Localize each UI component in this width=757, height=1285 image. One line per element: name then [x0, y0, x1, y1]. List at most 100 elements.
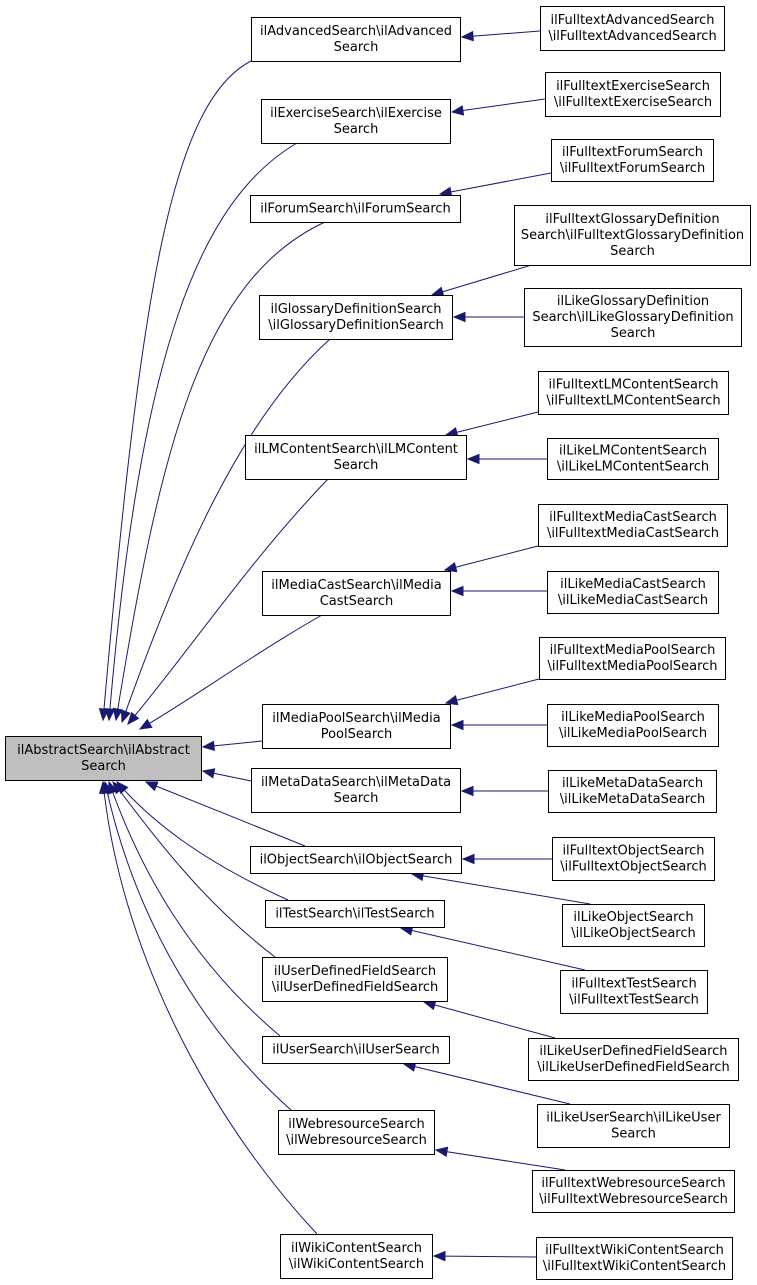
class-node-ft_forum[interactable]: ilFulltextForumSearch\ilFulltextForumSea… [551, 139, 714, 182]
class-node-label-user-0: ilUserSearch\ilUserSearch [272, 1043, 439, 1058]
edge-ft_gloss-to-gloss [431, 263, 536, 296]
class-node-box-lk_udf [528, 1038, 739, 1081]
class-node-lk_meta[interactable]: ilLikeMetaDataSearch\ilLikeMetaDataSearc… [548, 770, 717, 813]
class-node-box-lk_lm [547, 438, 719, 480]
class-node-label-lk_udf-1: \ilLikeUserDefinedFieldSearch [537, 1060, 730, 1075]
class-node-user[interactable]: ilUserSearch\ilUserSearch [262, 1036, 450, 1064]
edge-gloss-to-root [121, 338, 331, 723]
arrowhead-exe-to-root [104, 708, 116, 722]
class-node-mcast[interactable]: ilMediaCastSearch\ilMediaCastSearch [262, 571, 451, 616]
class-node-ft_gloss[interactable]: ilFulltextGlossaryDefinitionSearch\ilFul… [514, 205, 751, 266]
class-node-box-ft_web [532, 1170, 735, 1213]
class-node-label-lm-1: Search [334, 458, 379, 473]
class-node-label-lk_user-1: Search [611, 1127, 656, 1142]
class-node-label-meta-0: ilMetaDataSearch\ilMetaData [261, 775, 451, 790]
class-node-box-gloss [259, 295, 453, 340]
class-node-label-web-1: \ilWebresourceSearch [286, 1133, 427, 1148]
class-node-label-ft_forum-0: ilFulltextForumSearch [562, 145, 703, 160]
class-node-ft_lm[interactable]: ilFulltextLMContentSearch\ilFulltextLMCo… [538, 371, 729, 415]
class-node-test[interactable]: ilTestSearch\ilTestSearch [265, 900, 445, 928]
class-node-label-ft_mpool-0: ilFulltextMediaPoolSearch [550, 643, 716, 658]
class-node-label-ft_wiki-0: ilFulltextWikiContentSearch [545, 1243, 724, 1258]
arrowhead-mcast-to-root [138, 718, 153, 730]
edge-ft_web-to-web [435, 1149, 566, 1171]
class-node-ft_obj[interactable]: ilFulltextObjectSearch\ilFulltextObjectS… [552, 837, 715, 881]
class-node-label-lk_meta-1: \ilLikeMetaDataSearch [560, 792, 706, 807]
class-node-label-wiki-1: \ilWikiContentSearch [289, 1257, 424, 1272]
class-node-box-obj [250, 846, 462, 874]
class-node-ft_mpool[interactable]: ilFulltextMediaPoolSearch\ilFulltextMedi… [539, 637, 726, 680]
class-node-label-ft_mcast-0: ilFulltextMediaCastSearch [549, 510, 717, 525]
arrowhead-lk_lm-to-lm [466, 453, 480, 465]
class-node-lk_mcast[interactable]: ilLikeMediaCastSearch\ilLikeMediaCastSea… [547, 571, 719, 614]
class-node-lm[interactable]: ilLMContentSearch\ilLMContentSearch [245, 435, 467, 480]
class-node-lk_lm[interactable]: ilLikeLMContentSearch\ilLikeLMContentSea… [547, 438, 719, 480]
class-node-ft_adv[interactable]: ilFulltextAdvancedSearch\ilFulltextAdvan… [540, 6, 725, 51]
edge-web-to-root [104, 781, 292, 1111]
class-node-label-ft_lm-1: \ilFulltextLMContentSearch [546, 394, 720, 409]
arrowhead-ft_gloss-to-gloss [430, 286, 445, 297]
class-node-box-lm [245, 435, 467, 480]
class-node-ft_exe[interactable]: ilFulltextExerciseSearch\ilFulltextExerc… [545, 72, 721, 117]
arrowhead-ft_mpool-to-mpool [444, 695, 459, 706]
class-node-box-udf [262, 957, 448, 1002]
arrowhead-ft_adv-to-adv [460, 30, 474, 42]
class-node-lk_user[interactable]: ilLikeUserSearch\ilLikeUserSearch [537, 1104, 730, 1148]
class-node-label-ft_obj-1: \ilFulltextObjectSearch [560, 860, 707, 875]
class-node-label-lk_mcast-1: \ilLikeMediaCastSearch [558, 593, 708, 608]
class-node-adv[interactable]: ilAdvancedSearch\ilAdvancedSearch [251, 17, 461, 62]
class-node-lk_obj[interactable]: ilLikeObjectSearch\ilLikeObjectSearch [562, 904, 705, 947]
class-node-lk_gloss[interactable]: ilLikeGlossaryDefinitionSearch\ilLikeGlo… [524, 288, 742, 347]
arrowhead-ft_obj-to-obj [461, 853, 475, 865]
class-node-forum[interactable]: ilForumSearch\ilForumSearch [250, 195, 461, 223]
class-node-label-lk_user-0: ilLikeUserSearch\ilLikeUser [546, 1111, 721, 1126]
class-node-gloss[interactable]: ilGlossaryDefinitionSearch\ilGlossaryDef… [259, 295, 453, 340]
class-node-label-mpool-1: PoolSearch [321, 727, 393, 742]
class-node-label-lk_gloss-2: Search [611, 326, 656, 341]
arrowhead-obj-to-root [144, 781, 159, 792]
class-node-wiki[interactable]: ilWikiContentSearch\ilWikiContentSearch [280, 1234, 433, 1279]
class-node-box-test [265, 900, 445, 928]
class-node-box-root [5, 736, 202, 781]
class-node-box-ft_adv [540, 6, 725, 51]
edge-ft_test-to-test [400, 927, 586, 971]
class-node-label-wiki-0: ilWikiContentSearch [291, 1241, 422, 1256]
class-node-ft_mcast[interactable]: ilFulltextMediaCastSearch\ilFulltextMedi… [538, 504, 728, 547]
class-node-label-lk_meta-0: ilLikeMetaDataSearch [562, 776, 703, 791]
class-node-box-ft_mpool [539, 637, 726, 680]
edge-test-to-root [116, 781, 289, 901]
class-node-web[interactable]: ilWebresourceSearch\ilWebresourceSearch [278, 1110, 435, 1155]
edge-ft_mpool-to-mpool [445, 678, 540, 704]
class-node-label-ft_test-0: ilFulltextTestSearch [571, 977, 696, 992]
class-node-label-ft_gloss-0: ilFulltextGlossaryDefinition [545, 212, 719, 227]
edge-ft_adv-to-adv [461, 30, 541, 38]
class-node-box-mpool [262, 704, 451, 749]
class-node-meta[interactable]: ilMetaDataSearch\ilMetaDataSearch [251, 768, 461, 813]
arrowhead-lk_gloss-to-gloss [452, 311, 466, 323]
arrowhead-mpool-to-root [201, 740, 215, 752]
class-node-udf[interactable]: ilUserDefinedFieldSearch\ilUserDefinedFi… [262, 957, 448, 1002]
edge-forum-to-root [115, 221, 326, 721]
class-node-box-lk_user [537, 1104, 730, 1148]
class-node-root[interactable]: ilAbstractSearch\ilAbstractSearch [5, 736, 202, 781]
class-node-box-adv [251, 17, 461, 62]
class-node-exe[interactable]: ilExerciseSearch\ilExerciseSearch [261, 99, 451, 144]
edge-obj-to-root [145, 781, 306, 847]
class-node-lk_udf[interactable]: ilLikeUserDefinedFieldSearch\ilLikeUserD… [528, 1038, 739, 1081]
class-node-box-web [278, 1110, 435, 1155]
class-node-mpool[interactable]: ilMediaPoolSearch\ilMediaPoolSearch [262, 704, 451, 749]
class-node-label-exe-1: Search [334, 122, 379, 137]
class-node-ft_test[interactable]: ilFulltextTestSearch\ilFulltextTestSearc… [560, 970, 708, 1014]
class-node-obj[interactable]: ilObjectSearch\ilObjectSearch [250, 846, 462, 874]
class-node-label-ft_forum-1: \ilFulltextForumSearch [560, 161, 705, 176]
class-node-ft_wiki[interactable]: ilFulltextWikiContentSearch\ilFulltextWi… [536, 1237, 733, 1280]
class-node-ft_web[interactable]: ilFulltextWebresourceSearch\ilFulltextWe… [532, 1170, 735, 1213]
class-node-lk_mpool[interactable]: ilLikeMediaPoolSearch\ilLikeMediaPoolSea… [547, 704, 719, 747]
edge-udf-to-root [112, 781, 276, 958]
arrowhead-lk_mcast-to-mcast [450, 585, 464, 597]
class-node-label-mpool-0: ilMediaPoolSearch\ilMedia [272, 711, 440, 726]
class-node-label-test-0: ilTestSearch\ilTestSearch [275, 907, 434, 922]
edge-user-to-root [108, 781, 281, 1037]
class-node-label-ft_gloss-2: Search [610, 244, 655, 259]
